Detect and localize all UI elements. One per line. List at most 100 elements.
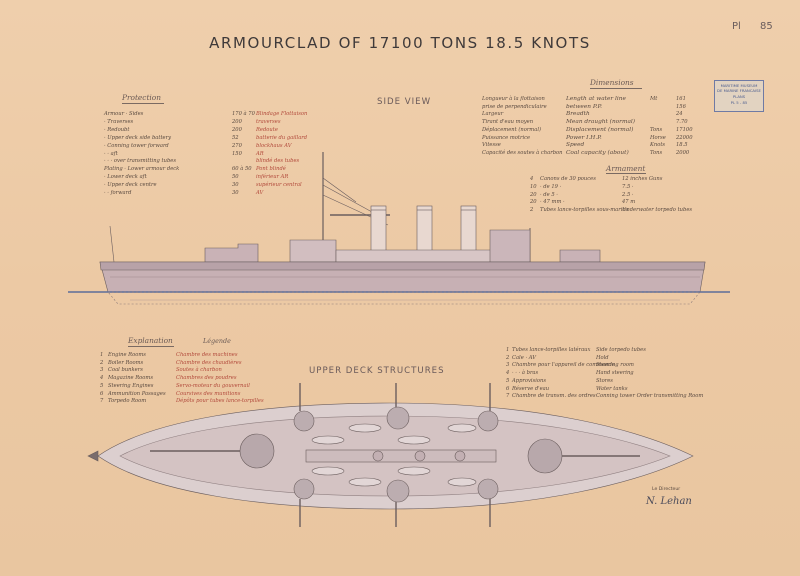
dimension-fr: Déplacement (normal) [482, 126, 542, 133]
aft-turret [559, 249, 601, 263]
explanation-number: 3 [506, 362, 510, 369]
protection-value: 60 à 50 [232, 166, 252, 173]
explanation-english: Ammunition Passages [108, 390, 166, 397]
legend-heading: Légende [203, 337, 231, 345]
dimension-en: Displacement (normal) [566, 126, 634, 133]
explanation-number: 1 [506, 347, 510, 353]
protection-value: 30 [232, 190, 239, 196]
wing-turret-6 [477, 478, 499, 500]
protection-label: · Traverses [104, 118, 134, 125]
armament-fr: · de 19 · [540, 183, 562, 190]
funnel-top-1 [372, 450, 384, 462]
protection-label: · · · over transmitting tubes [104, 158, 177, 165]
dimension-fr: Puissance motrice [482, 134, 531, 141]
explanation-number: 2 [506, 354, 510, 361]
side-view-heading: SIDE VIEW [377, 97, 432, 107]
explanation-number: 4 [506, 370, 510, 377]
dimension-unit: Tons [650, 149, 663, 156]
protection-note: Redoute [256, 126, 278, 133]
bow-staff [109, 225, 115, 263]
funnel-top-2 [414, 450, 426, 462]
dimension-fr: Capacité des soutes à charbon [482, 149, 563, 156]
dimensions-heading: Dimensions [590, 78, 634, 87]
explanation-french: Servo-moteur du gouvernail [176, 382, 250, 389]
dimension-en: Speed [566, 142, 585, 149]
dimension-unit: Mt [650, 96, 658, 102]
aft-superstructure [489, 229, 531, 263]
protection-note: blindé des tubes [256, 158, 300, 165]
dimension-value: 22000 [676, 134, 693, 141]
plate-number: 85 [760, 21, 773, 32]
protection-label: · Upper deck centre [104, 182, 157, 189]
rigging-line [322, 177, 357, 203]
dimension-fr: Vitesse [482, 142, 501, 149]
protection-label: · Lower deck aft [104, 174, 147, 181]
protection-value: 50 [232, 174, 239, 181]
protection-value: 30 [232, 182, 239, 189]
side-view-drawing [68, 152, 730, 305]
protection-note: AR [256, 150, 264, 157]
explanation-number: 3 [100, 367, 104, 374]
explanation-english: Torpedo Room [108, 398, 147, 405]
boat [447, 477, 477, 487]
protection-value: 200 [232, 126, 242, 133]
armament-count: 4 [530, 176, 534, 182]
armament-heading: Armament [606, 164, 646, 173]
explanation-number: 5 [100, 382, 104, 389]
aft-turret-ring [527, 438, 563, 474]
protection-note: supérieur central [256, 182, 302, 189]
wing-turret-3 [477, 410, 499, 432]
explanation-number: 2 [100, 359, 104, 366]
dimensions-underline [590, 88, 642, 89]
protection-label: · Redoubt [104, 126, 130, 133]
dimension-value: 18.5 [676, 142, 688, 149]
protection-label: · Upper deck side battery [104, 134, 172, 141]
explanation-underline [128, 346, 174, 347]
protection-value: 200 [232, 118, 242, 125]
boat [348, 477, 382, 487]
explanation-french: Chambre des machines [176, 352, 238, 358]
dimension-unit: Horse [650, 134, 666, 141]
dimension-en: Length at water line [566, 96, 626, 102]
explanation-english: Conning tower Order transmitting Room [596, 393, 704, 400]
dimension-value: 161 [676, 96, 686, 102]
explanation-number: 1 [100, 352, 104, 358]
explanation-french: Approvisions [512, 377, 547, 384]
explanation-french: Chambres des poudres [176, 375, 237, 382]
protection-value: 270 [232, 142, 242, 149]
explanation-english: Steering room [596, 362, 634, 369]
dimension-fr: Largeur [482, 111, 504, 118]
bow-tip [87, 450, 99, 462]
boats [311, 423, 477, 487]
boat [447, 423, 477, 433]
rigging-line [322, 194, 389, 226]
dimension-value: 156 [676, 103, 686, 110]
armament-en: 2.5 · [622, 191, 634, 198]
explanation-french: Tubes lance-torpilles latéraux [512, 347, 591, 353]
explanation-french: Dépôts pour tubes lance-torpilles [176, 398, 264, 405]
main-deck-strake [99, 261, 706, 271]
armament-underline [606, 173, 646, 174]
upper-deck-heading: UPPER DECK STRUCTURES [309, 366, 445, 376]
protection-heading: Protection [122, 93, 161, 102]
explanation-english: Side torpedo tubes [596, 347, 646, 353]
wing-turret-5 [386, 479, 410, 503]
explanation-french: Chambre des chaudières [176, 359, 242, 366]
explanation-number: 7 [100, 398, 104, 405]
dimension-en: Power I.H.P. [566, 134, 602, 141]
dimension-en: Breadth [566, 111, 590, 118]
plate-prefix: Pl [732, 21, 741, 32]
stamp-line-1: MARITIME MUSEUM [720, 83, 758, 88]
armament-fr: Tubes lance-torpilles sous-marins [540, 207, 629, 214]
dimension-fr: Tirant d'eau moyen [482, 119, 534, 126]
explanation-english: Engine Rooms [108, 352, 146, 358]
protection-value: 52 [232, 134, 239, 141]
explanation-french: · · · à bras [512, 370, 539, 377]
page-title: ARMOURCLAD OF 17100 TONS 18.5 KNOTS [209, 34, 591, 52]
protection-note: AV [256, 190, 264, 196]
protection-note: Pont blindé [256, 166, 286, 173]
explanation-english: Steering Engines [108, 382, 154, 389]
explanation-english: Coal bunkers [108, 367, 143, 374]
armament-en: Underwater torpedo tubes [622, 207, 693, 214]
dimension-unit: Knots [650, 142, 666, 149]
